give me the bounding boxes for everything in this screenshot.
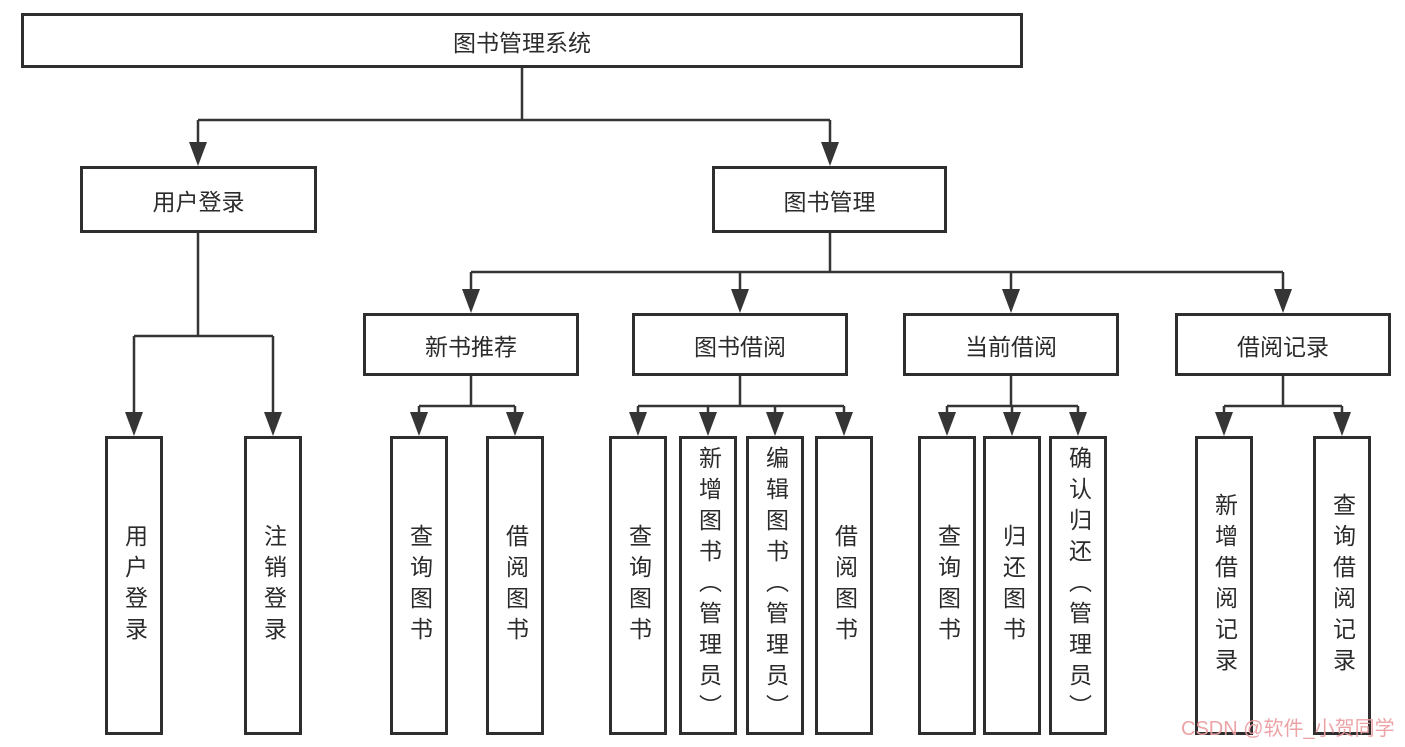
- leaf-query-books-borrowing-label: 查询图书: [625, 523, 652, 648]
- leaf-return-books-label: 归还图书: [999, 523, 1026, 648]
- leaf-logout: 注销登录: [244, 436, 302, 735]
- connector-borrowing-to-leaves: [629, 376, 853, 436]
- leaf-borrow-books-recommend: 借阅图书: [486, 436, 544, 735]
- node-new-book-recommend: 新书推荐: [363, 313, 579, 376]
- leaf-user-login: 用户登录: [105, 436, 163, 735]
- node-borrowing-records: 借阅记录: [1175, 313, 1391, 376]
- node-book-management-label: 图书管理: [783, 188, 876, 215]
- connector-management-to-level3: [462, 233, 1292, 313]
- node-current-borrowing-label: 当前借阅: [965, 333, 1057, 360]
- node-borrowing-records-label: 借阅记录: [1237, 333, 1329, 360]
- node-book-management: 图书管理: [712, 166, 947, 233]
- node-book-borrowing: 图书借阅: [632, 313, 848, 376]
- leaf-edit-book-admin: 编辑图书（管理员）: [746, 436, 804, 735]
- node-new-book-recommend-label: 新书推荐: [425, 333, 517, 360]
- leaf-add-book-admin: 新增图书（管理员）: [679, 436, 737, 735]
- leaf-confirm-return-admin-label: 确认归还（管理员）: [1065, 446, 1092, 725]
- node-book-borrowing-label: 图书借阅: [694, 333, 786, 360]
- node-root-label: 图书管理系统: [453, 29, 591, 56]
- leaf-confirm-return-admin: 确认归还（管理员）: [1049, 436, 1107, 735]
- leaf-user-login-label: 用户登录: [121, 523, 148, 648]
- connector-current-to-leaves: [938, 376, 1087, 436]
- leaf-query-books-current-label: 查询图书: [934, 523, 961, 648]
- connector-root-to-level2: [189, 68, 839, 166]
- leaf-query-books-borrowing: 查询图书: [609, 436, 667, 735]
- leaf-borrow-books-borrowing-label: 借阅图书: [831, 523, 858, 648]
- leaf-query-borrow-record: 查询借阅记录: [1313, 436, 1371, 735]
- leaf-borrow-books-recommend-label: 借阅图书: [502, 523, 529, 648]
- node-current-borrowing: 当前借阅: [903, 313, 1119, 376]
- node-user-login: 用户登录: [80, 166, 317, 233]
- connector-login-to-leaves: [125, 233, 282, 436]
- leaf-add-book-admin-label: 新增图书（管理员）: [695, 446, 722, 725]
- leaf-add-borrow-record-label: 新增借阅记录: [1211, 492, 1238, 679]
- leaf-borrow-books-borrowing: 借阅图书: [815, 436, 873, 735]
- leaf-query-books-current: 查询图书: [918, 436, 976, 735]
- connector-records-to-leaves: [1215, 376, 1351, 436]
- connector-newbook-to-leaves: [410, 376, 524, 436]
- node-root: 图书管理系统: [21, 13, 1023, 68]
- leaf-query-books-recommend-label: 查询图书: [406, 523, 433, 648]
- leaf-query-borrow-record-label: 查询借阅记录: [1329, 492, 1356, 679]
- leaf-logout-label: 注销登录: [260, 523, 287, 648]
- csdn-watermark: CSDN @软件_小贺同学: [1181, 718, 1395, 740]
- node-user-login-label: 用户登录: [152, 188, 245, 215]
- leaf-add-borrow-record: 新增借阅记录: [1195, 436, 1253, 735]
- leaf-query-books-recommend: 查询图书: [390, 436, 448, 735]
- leaf-edit-book-admin-label: 编辑图书（管理员）: [762, 446, 789, 725]
- leaf-return-books: 归还图书: [983, 436, 1041, 735]
